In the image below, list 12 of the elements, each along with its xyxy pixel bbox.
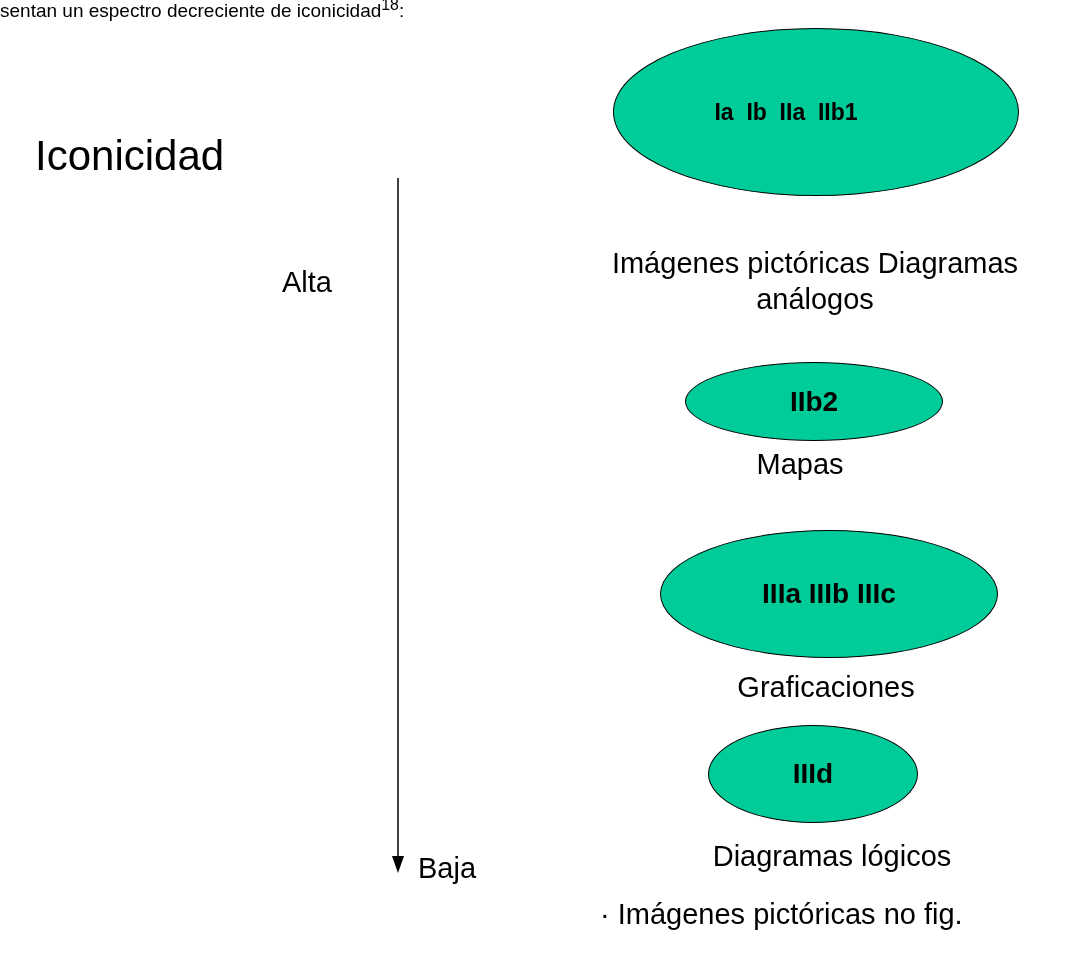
caption-text: Diagramas lógicos <box>711 839 953 874</box>
ellipse-label: IIIa IIIb IIIc <box>762 578 896 610</box>
note-text: · Imágenes pictóricas no fig. <box>600 898 963 931</box>
ellipse-label: IIb2 <box>789 385 839 418</box>
scale-label: Alta <box>282 266 332 299</box>
heading: Iconicidad <box>35 132 225 180</box>
caption-text: Imágenes pictóricas Diagramas análogos <box>610 246 1020 317</box>
caption-text: Graficaciones <box>736 670 916 705</box>
ellipse-label: IIId <box>792 758 834 790</box>
scale-label: Baja <box>418 852 477 885</box>
ellipse-label: Ia Ib IIa IIb1 <box>714 98 858 126</box>
caption-text: Mapas <box>755 447 845 482</box>
